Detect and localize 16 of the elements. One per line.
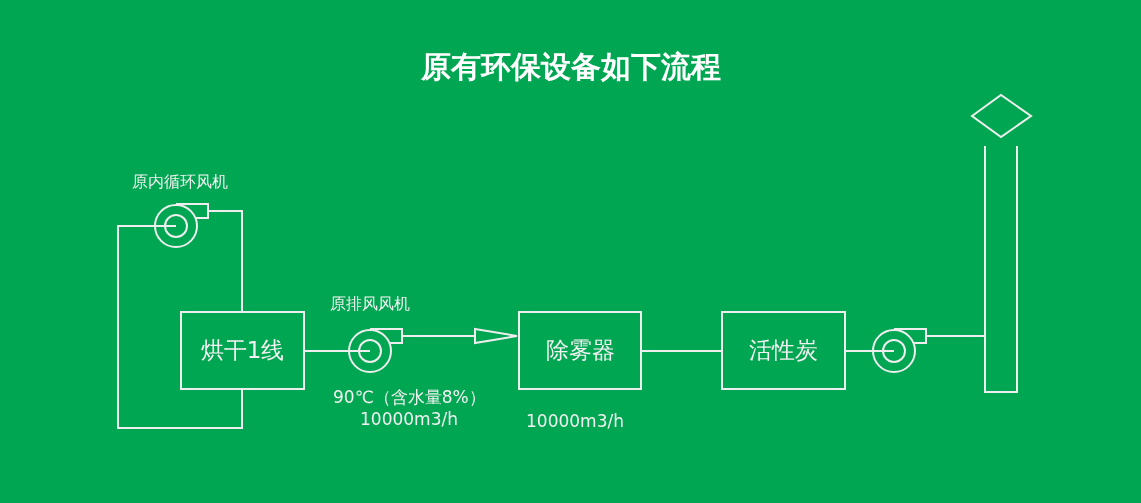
fan-label: 原排风风机	[329, 296, 411, 312]
title: 原有环保设备如下流程	[419, 52, 722, 82]
connector-line	[845, 350, 874, 352]
connector-line	[207, 210, 243, 312]
flow-note: 10000m3/h	[526, 413, 624, 430]
flow-note: 90℃（含水量8%）	[333, 389, 486, 406]
connector-line	[304, 350, 350, 352]
process-box: 活性炭	[721, 311, 846, 390]
connector-line	[117, 225, 243, 429]
fan-label: 原内循环风机	[131, 174, 229, 190]
flow-note: 10000m3/h	[360, 411, 458, 428]
connector-line	[641, 350, 722, 352]
process-box: 除雾器	[518, 311, 642, 390]
process-box: 烘干1线	[180, 311, 305, 390]
connector-line	[925, 335, 986, 337]
arrow	[401, 328, 518, 344]
